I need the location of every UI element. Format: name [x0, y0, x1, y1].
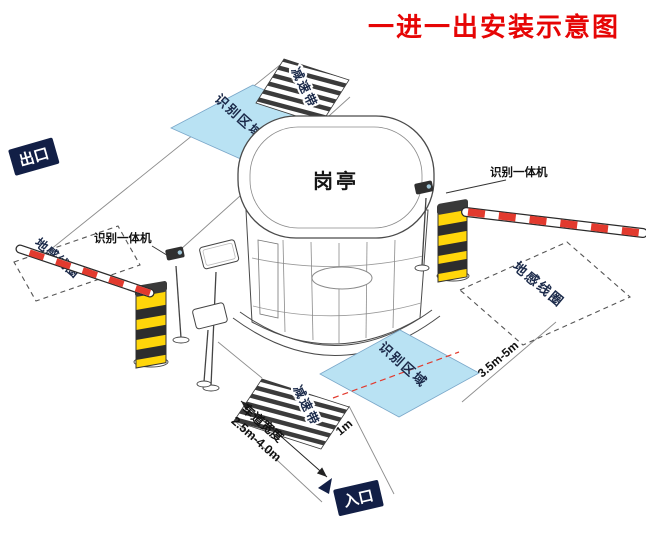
booth-sill-upper [251, 255, 424, 267]
display-sign-1 [199, 239, 240, 392]
recognition-area-bottom: 识别区域 [319, 329, 480, 418]
booth-plinth-outer [232, 315, 441, 356]
camera-left [165, 246, 190, 344]
camera-right-head [414, 180, 434, 195]
booth-plinth-inner [239, 309, 433, 346]
camera-right [414, 180, 434, 272]
lane-width-arrowhead-start [241, 401, 252, 411]
display-sign-2 [192, 302, 228, 388]
booth-sill-lower [252, 302, 422, 317]
camera-left-head [165, 246, 185, 261]
speed-bump-bottom-shape [233, 378, 350, 450]
booth-roof-rim [249, 126, 423, 229]
barrier-gate-right [436, 199, 646, 283]
barrier-gate-left [15, 244, 169, 369]
lane-width-arrowhead-end [316, 467, 327, 477]
ground-coil-right-outline [458, 241, 632, 346]
reader-right-leader [445, 179, 507, 194]
booth-desk [311, 266, 373, 290]
reader-label-right: 识别一体机 [445, 165, 548, 194]
booth-label: 岗亭 [313, 169, 359, 193]
dimension-line [461, 321, 557, 403]
road-line [217, 341, 263, 379]
exit-badge-box [8, 137, 60, 176]
booth-door [257, 239, 279, 319]
entrance-badge: 入口 [318, 478, 384, 516]
entrance-direction-arrow [318, 478, 332, 494]
reader-label-left: 识别一体机 [94, 231, 171, 258]
entrance-badge-label: 入口 [342, 487, 375, 510]
speed-bump-top: 减速带 [255, 58, 350, 125]
guard-booth: 岗亭 [232, 115, 441, 356]
booth-roof [237, 115, 435, 239]
barrier-arm-right [461, 207, 646, 238]
barrier-arm-left [15, 244, 155, 298]
road-line [348, 405, 395, 495]
ground-coil-left-outline [13, 225, 141, 302]
diagram-title: 一进一出安装示意图 [368, 12, 620, 42]
reader-left-text: 识别一体机 [94, 231, 152, 245]
barrier-right-cap [437, 199, 468, 215]
reader-right-text: 识别一体机 [490, 165, 548, 179]
stop-line-dashed [332, 351, 460, 399]
road-line [233, 419, 323, 503]
booth-window-mullions [282, 239, 396, 343]
lane-width-arrow-line [240, 400, 328, 478]
reader-left-leader [151, 245, 171, 258]
entrance-badge-box [333, 480, 384, 516]
exit-badge: 出口 [8, 137, 60, 176]
